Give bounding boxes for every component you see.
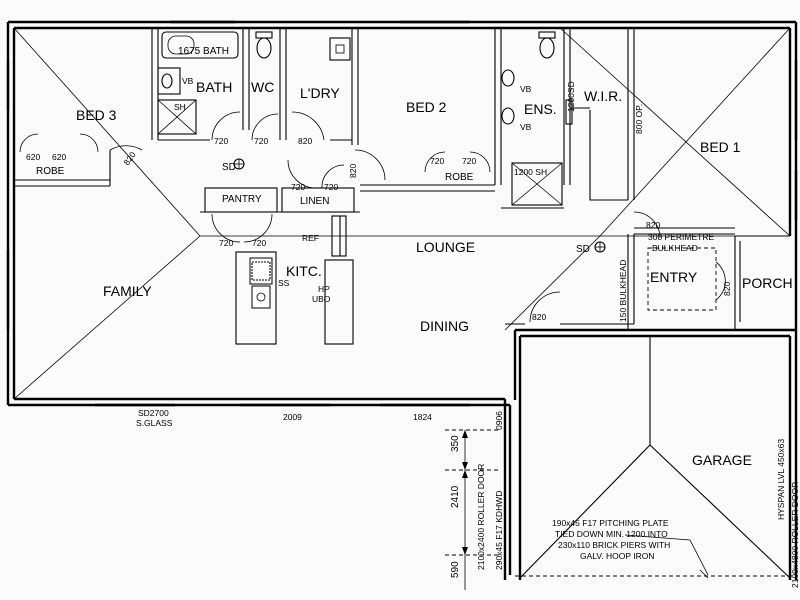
- label-sd-entry: SD: [576, 244, 590, 255]
- dim-590: 590: [450, 561, 461, 578]
- dim-0906: 0906: [494, 411, 504, 430]
- dim-roller-right: 2100x4800 ROLLER DOOR: [790, 482, 800, 588]
- label-perimetre: 300 PERIMETRE: [648, 232, 714, 242]
- door-dining: 820: [532, 312, 546, 322]
- label-sh-bath: SH: [174, 102, 186, 112]
- room-laundry: L'DRY: [300, 85, 340, 101]
- kitchen-fixtures: [235, 215, 354, 345]
- door-hall: 820: [348, 164, 358, 178]
- label-ens-sh: 1200 SH: [514, 167, 547, 177]
- room-ensuite: ENS.: [524, 101, 557, 117]
- room-wir: W.I.R.: [584, 88, 622, 104]
- label-vb-bath: VB: [182, 76, 194, 86]
- note-line-3: 230x110 BRICK PIERS WITH: [558, 540, 670, 550]
- door-bath: 720: [214, 136, 228, 146]
- room-family: FAMILY: [103, 283, 152, 299]
- label-ens-side: 1200SD: [566, 81, 576, 112]
- door-bed3-robe-1: 620: [26, 152, 40, 162]
- room-garage: GARAGE: [692, 452, 752, 468]
- label-ubo: UBO: [312, 294, 331, 304]
- door-bed2-robe-1: 720: [430, 156, 444, 166]
- door-bed2-robe-2: 720: [462, 156, 476, 166]
- room-bed2: BED 2: [406, 99, 447, 115]
- room-entry: ENTRY: [650, 269, 698, 285]
- room-porch: PORCH: [742, 275, 793, 291]
- room-bed1: BED 1: [700, 139, 741, 155]
- dim-350: 350: [450, 435, 461, 452]
- dimension-lines: [445, 429, 709, 590]
- door-ldry: 820: [298, 136, 312, 146]
- label-ss: SS: [278, 278, 290, 288]
- dim-kdhwd: 290x45 F17 KDHWD: [494, 491, 504, 570]
- room-labels: BED 3 BATH WC L'DRY BED 2 ENS. W.I.R. BE…: [76, 79, 793, 468]
- label-robe-bed3: ROBE: [36, 166, 65, 177]
- door-entry: 820: [722, 282, 732, 296]
- room-linen: LINEN: [300, 196, 329, 207]
- dim-roller-left: 2100x2400 ROLLER DOOR: [476, 464, 486, 570]
- door-pantry-1: 720: [219, 238, 233, 248]
- label-bath-tub: 1675 BATH: [178, 46, 229, 57]
- label-hp: HP: [318, 284, 330, 294]
- room-lounge: LOUNGE: [416, 239, 475, 255]
- interior-walls: [14, 28, 735, 331]
- room-dining: DINING: [420, 318, 469, 334]
- windows: [6, 20, 798, 407]
- note-line-1: 190x45 F17 PITCHING PLATE: [552, 518, 669, 528]
- door-bed3-robe-2: 620: [52, 152, 66, 162]
- dim-1824: 1824: [413, 412, 432, 422]
- label-vb-ens-2: VB: [520, 122, 532, 132]
- label-bulkhead-side: 150 BULKHEAD: [618, 260, 628, 322]
- door-linen-2: 720: [324, 182, 338, 192]
- dim-sd2700: SD2700: [138, 408, 169, 418]
- fixture-labels: ROBE ROBE 1675 BATH VB SH VB VB 1200 SH …: [36, 46, 714, 322]
- dim-2410: 2410: [450, 485, 461, 508]
- note-line-4: GALV. HOOP IRON: [580, 551, 654, 561]
- room-bed3: BED 3: [76, 107, 117, 123]
- dimension-labels: SD2700 S.GLASS 2009 1824 350 2410 590 09…: [136, 408, 800, 588]
- door-pantry-2: 720: [252, 238, 266, 248]
- door-bed1: 820: [646, 220, 660, 230]
- door-bed3: 820: [121, 150, 137, 168]
- room-bath: BATH: [196, 79, 232, 95]
- room-kitchen: KITC.: [286, 263, 322, 279]
- label-ref: REF: [302, 233, 319, 243]
- dim-sglass: S.GLASS: [136, 418, 173, 428]
- roof-hip-lines: [13, 27, 791, 400]
- label-sd-hall: SD: [222, 162, 236, 173]
- door-linen-1: 720: [291, 182, 305, 192]
- label-wir-side: 800 OP.: [634, 104, 644, 134]
- label-bulkhead: BULKHEAD: [652, 243, 698, 253]
- note-line-2: TIED DOWN MIN. 1200 INTO: [555, 529, 668, 539]
- door-swings: [19, 111, 726, 323]
- dim-hyspan: HYSPAN LVL 450x63: [776, 439, 786, 520]
- smoke-detectors: [233, 158, 606, 253]
- dim-2009: 2009: [283, 412, 302, 422]
- door-labels: 620 620 820 720 720 820 720 720 820 720 …: [26, 136, 732, 322]
- room-pantry: PANTRY: [222, 194, 262, 205]
- structural-note: 190x45 F17 PITCHING PLATE TIED DOWN MIN.…: [552, 518, 670, 561]
- door-wc: 720: [254, 136, 268, 146]
- label-robe-bed2: ROBE: [445, 172, 474, 183]
- bathroom-fixtures: [157, 31, 573, 206]
- room-wc: WC: [251, 79, 274, 95]
- label-vb-ens-1: VB: [520, 84, 532, 94]
